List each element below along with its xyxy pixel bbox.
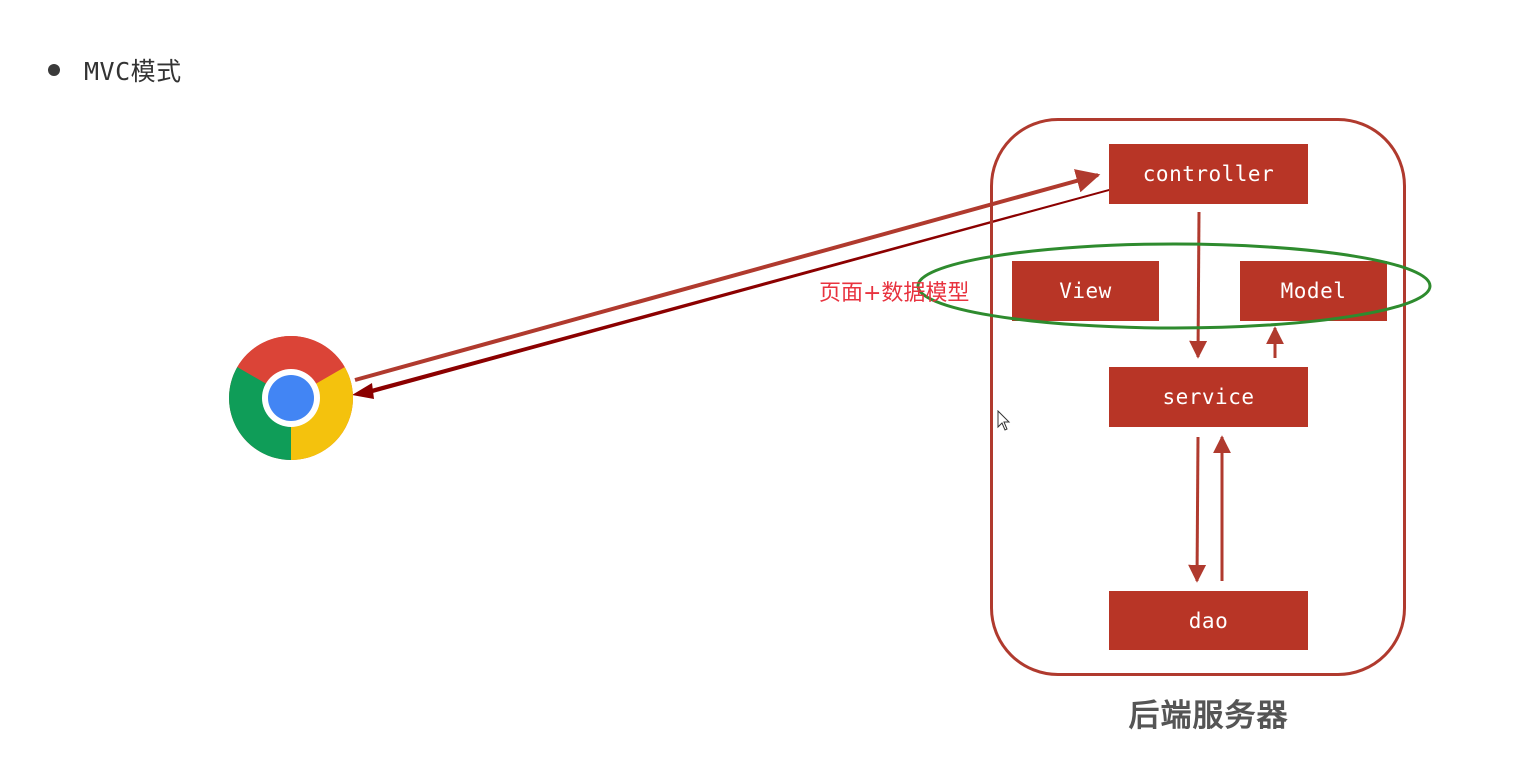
page-heading: MVC模式: [48, 52, 182, 88]
backend-server-label: 后端服务器: [1128, 698, 1289, 734]
view-node: View: [1012, 261, 1159, 321]
bullet-icon: [48, 64, 60, 76]
response-arrowhead: [352, 383, 374, 399]
mouse-cursor-icon: [997, 410, 1011, 431]
service-node: service: [1109, 367, 1308, 427]
response-arrow: [360, 189, 1109, 396]
chrome-browser-icon: [229, 336, 353, 460]
page-data-model-label: 页面+数据模型: [819, 281, 970, 306]
dao-node: dao: [1109, 591, 1308, 650]
backend-server-container: [990, 118, 1406, 676]
heading-text: MVC模式: [84, 57, 182, 86]
model-node: Model: [1240, 261, 1387, 321]
request-arrow: [354, 169, 1101, 382]
controller-node: controller: [1109, 144, 1308, 204]
service-to-dao-arrow: [1188, 436, 1207, 583]
